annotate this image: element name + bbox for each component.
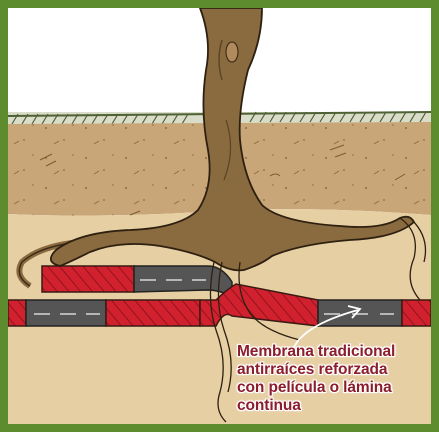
caption-line-4: continua [237,397,433,415]
caption-line-1: Membrana tradicional [237,343,433,361]
membrane-caption: Membrana tradicional antirraíces reforza… [237,343,433,415]
caption-line-3: con película o lámina [237,379,433,397]
caption-line-2: antirraíces reforzada [237,361,433,379]
